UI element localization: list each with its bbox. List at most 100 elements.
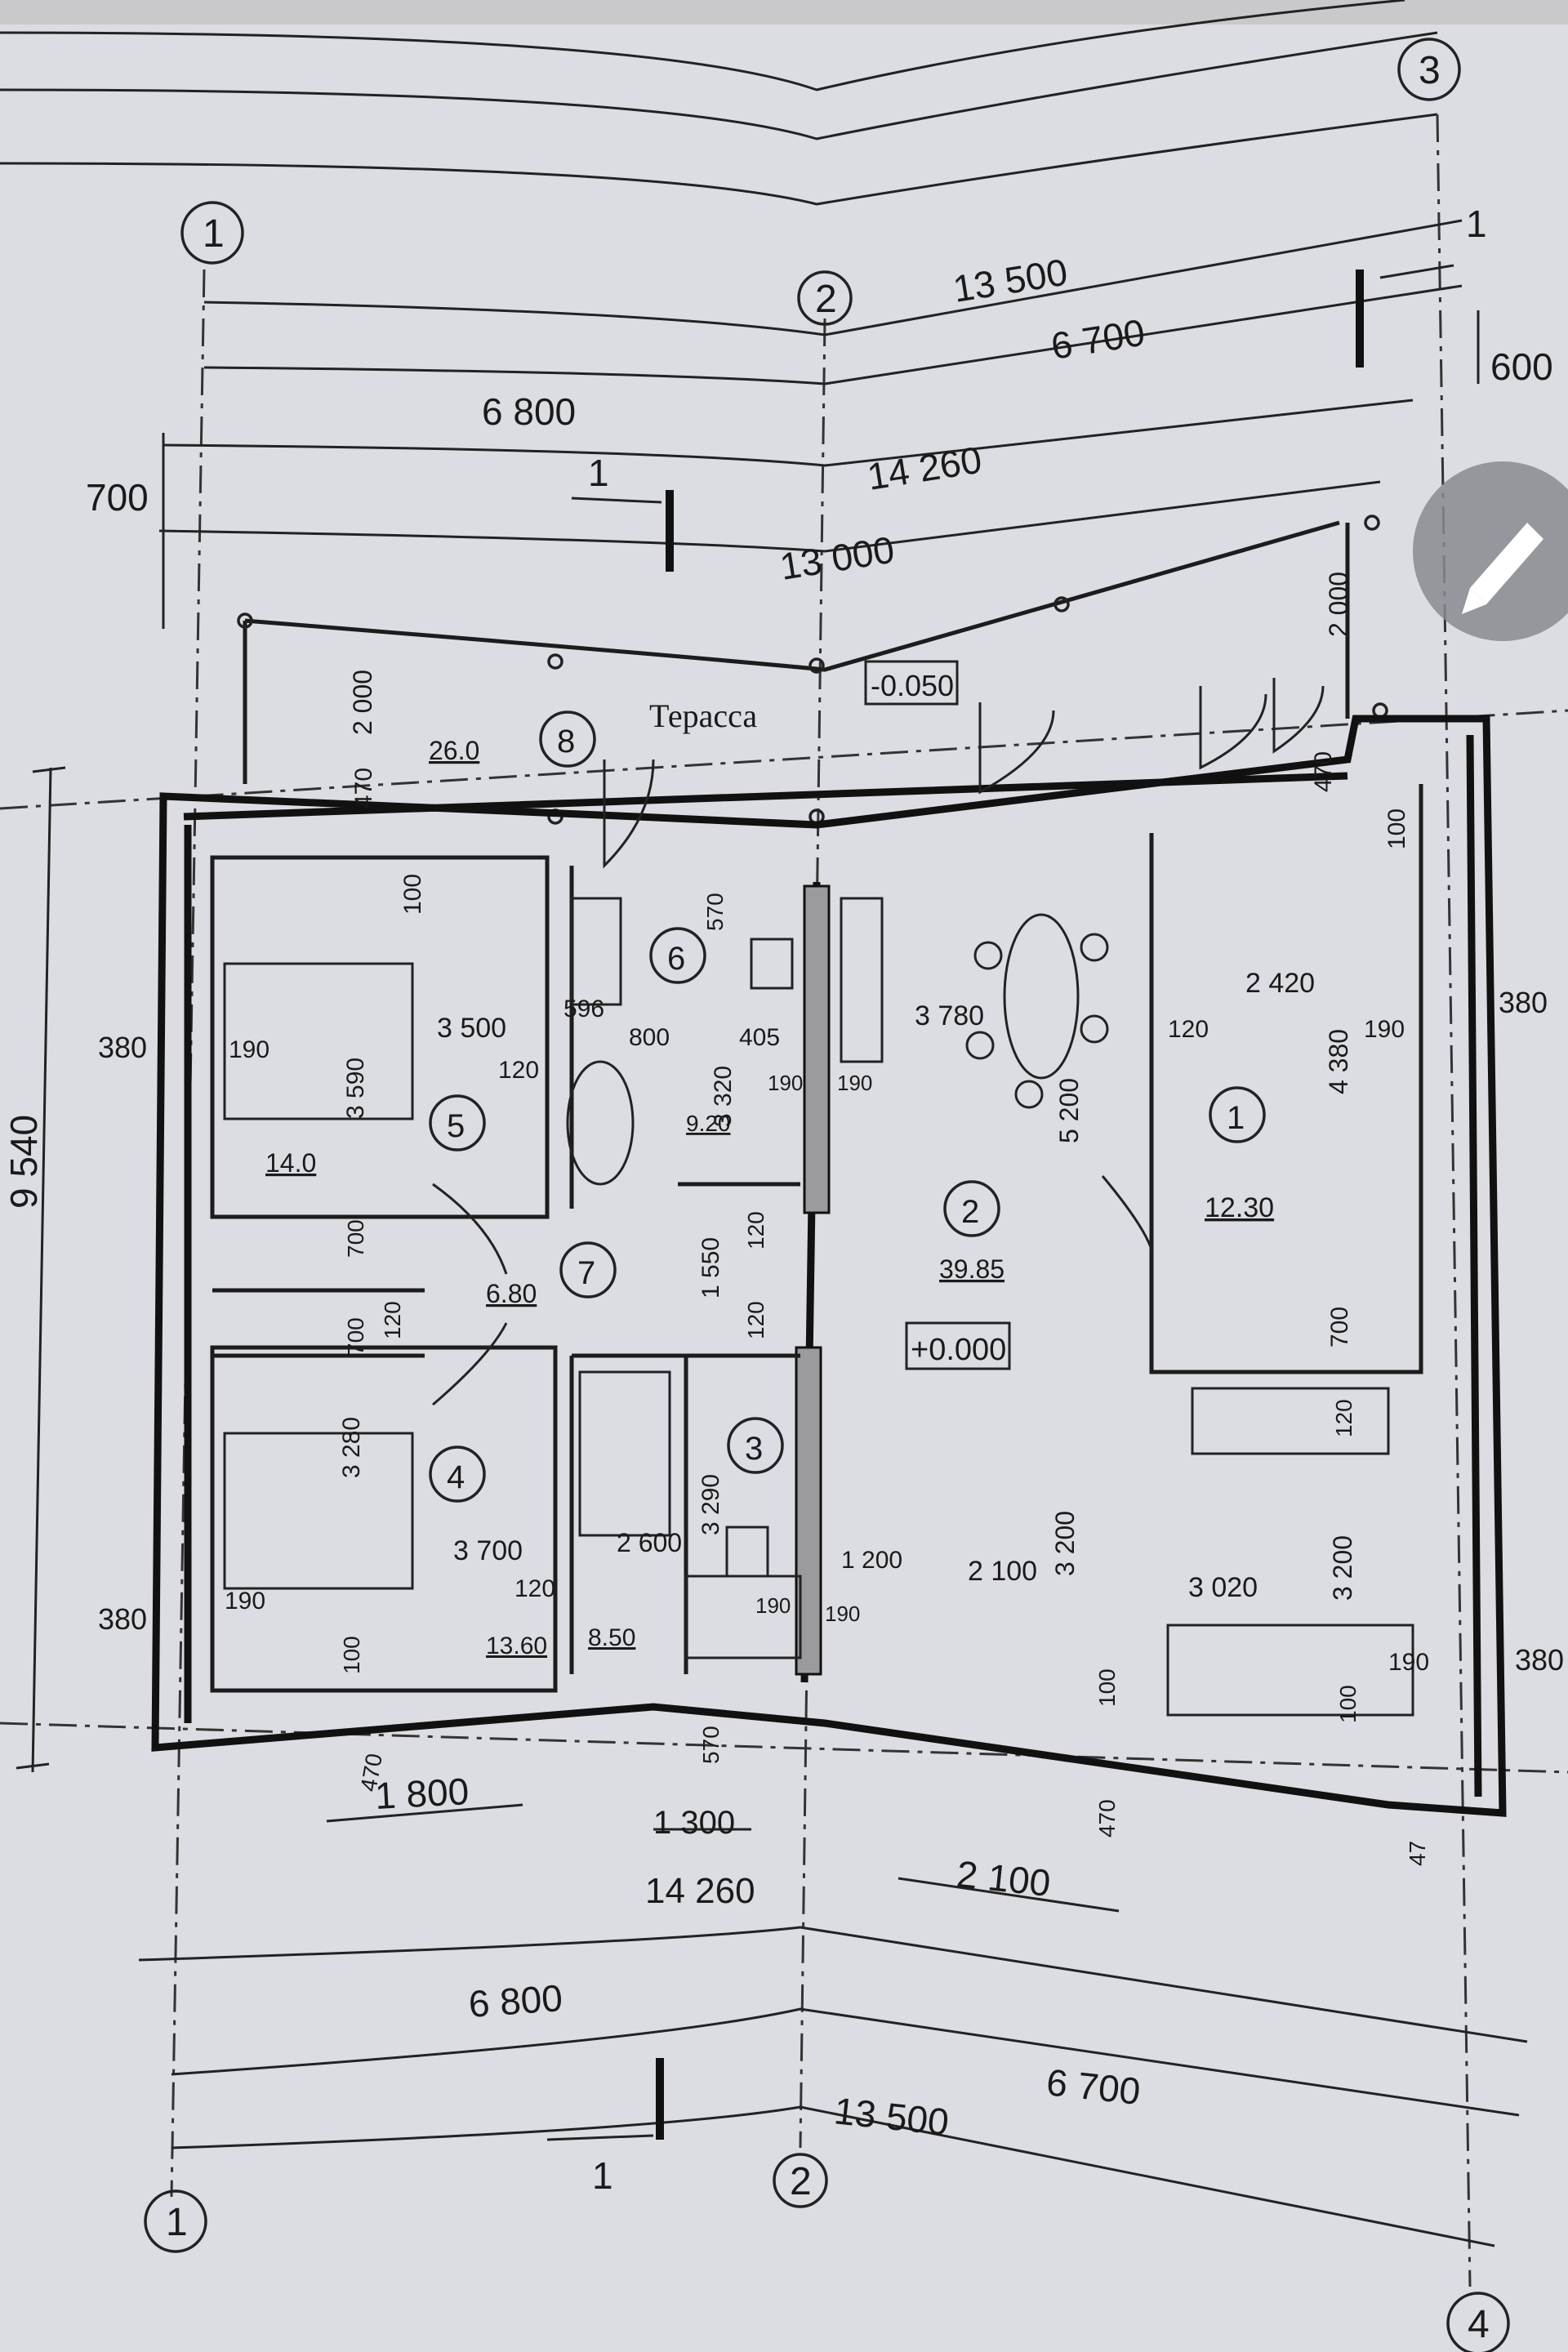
dim-100-top-left: 100 bbox=[399, 874, 426, 915]
terrace-area: 26.0 bbox=[429, 736, 479, 765]
room-2-area: 39.85 bbox=[939, 1254, 1004, 1284]
edit-button[interactable] bbox=[1413, 461, 1568, 641]
dim-470-left: 470 bbox=[350, 768, 377, 808]
section-mark-label-top-right: 1 bbox=[1466, 203, 1487, 245]
dim-3500: 3 500 bbox=[437, 1013, 506, 1044]
dim-596: 596 bbox=[564, 996, 604, 1022]
door-swings bbox=[432, 678, 1325, 1406]
dim-190-kitchen-b: 190 bbox=[837, 1071, 872, 1095]
dim-100-bottom-left: 100 bbox=[339, 1636, 364, 1674]
dim-120-bath: 120 bbox=[743, 1211, 768, 1250]
pencil-icon bbox=[1462, 523, 1544, 614]
axis-1-bottom-label: 1 bbox=[166, 2201, 188, 2244]
dim-5200: 5 200 bbox=[1054, 1078, 1084, 1143]
left-dimension-line bbox=[16, 766, 66, 1773]
room-7-number: 7 bbox=[577, 1255, 595, 1291]
room-2-number: 2 bbox=[961, 1194, 979, 1230]
dim-2600: 2 600 bbox=[617, 1528, 682, 1557]
dim-405: 405 bbox=[739, 1024, 780, 1051]
room-5-number: 5 bbox=[447, 1108, 465, 1144]
terrace-number: 8 bbox=[557, 724, 575, 760]
top-curved-lines bbox=[0, 0, 1438, 206]
terrace-level: -0.050 bbox=[871, 669, 954, 702]
dim-380-left-top: 380 bbox=[98, 1031, 147, 1064]
dim-4380: 4 380 bbox=[1324, 1029, 1353, 1094]
dim-120-room5: 120 bbox=[498, 1057, 539, 1084]
terrace-level-box bbox=[864, 660, 959, 706]
dim-100-bottom-right: 100 bbox=[1335, 1685, 1361, 1723]
dim-700-corridor-a: 700 bbox=[343, 1219, 368, 1258]
axis-1-top-label: 1 bbox=[203, 212, 225, 256]
dim-120-bath-b: 120 bbox=[743, 1301, 768, 1339]
top-dimension-lines bbox=[158, 219, 1480, 629]
dim-380-left-bottom: 380 bbox=[98, 1602, 147, 1636]
room-1-number: 1 bbox=[1227, 1100, 1245, 1136]
paper-edge bbox=[0, 0, 1568, 24]
dim-190-left-bottom: 190 bbox=[225, 1588, 265, 1615]
dim-2100-inner: 2 100 bbox=[968, 1556, 1037, 1587]
dim-120-corridor: 120 bbox=[380, 1301, 405, 1339]
room-6-number: 6 bbox=[667, 941, 685, 977]
room-4-area: 13.60 bbox=[486, 1633, 547, 1659]
floor-level: +0.000 bbox=[911, 1333, 1006, 1367]
dim-190-left-top: 190 bbox=[229, 1036, 270, 1063]
dim-3590: 3 590 bbox=[342, 1058, 369, 1119]
axis-bubbles bbox=[144, 38, 1510, 2352]
dim-380-right-top: 380 bbox=[1499, 986, 1548, 1019]
dim-47-bottom-right: 47 bbox=[1405, 1841, 1430, 1866]
dim-3290: 3 290 bbox=[697, 1474, 724, 1535]
dim-3200-b: 3 200 bbox=[1328, 1535, 1357, 1601]
terrace-label: Терасса bbox=[649, 697, 757, 734]
axis-3-top-label: 3 bbox=[1419, 49, 1441, 92]
dim-190-bath-a: 190 bbox=[755, 1593, 791, 1618]
exterior-walls bbox=[151, 715, 1507, 1817]
dim-terrace-2000-right: 2 000 bbox=[1324, 572, 1353, 637]
dim-700-room1: 700 bbox=[1326, 1307, 1353, 1348]
room-3-area: 8.50 bbox=[588, 1624, 635, 1651]
dim-3320: 3 320 bbox=[710, 1066, 737, 1127]
dim-14260-bottom: 14 260 bbox=[645, 1871, 755, 1911]
dim-190-kitchen-a: 190 bbox=[768, 1071, 803, 1095]
dim-2420: 2 420 bbox=[1245, 968, 1315, 999]
floor-level-box bbox=[905, 1321, 1011, 1370]
dim-1550: 1 550 bbox=[697, 1237, 724, 1298]
dim-3200-a: 3 200 bbox=[1050, 1511, 1080, 1576]
dim-top-6800: 6 800 bbox=[482, 390, 576, 433]
dim-3020: 3 020 bbox=[1188, 1572, 1258, 1603]
terrace-outline bbox=[237, 514, 1388, 825]
dim-700-corridor-b: 700 bbox=[343, 1317, 368, 1356]
dim-3780: 3 780 bbox=[915, 1000, 984, 1031]
dim-190-right-bottom: 190 bbox=[1388, 1649, 1429, 1676]
dim-1800: 1 800 bbox=[374, 1770, 470, 1817]
dim-top-700: 700 bbox=[86, 476, 149, 519]
dim-190-bath-b: 190 bbox=[825, 1601, 860, 1626]
dim-top-600: 600 bbox=[1490, 345, 1553, 388]
room-6-area: 9.20 bbox=[686, 1111, 731, 1136]
dim-120-room1: 120 bbox=[1168, 1016, 1209, 1043]
dim-470-bottom-mid: 470 bbox=[1094, 1799, 1120, 1838]
dim-6700-bottom: 6 700 bbox=[1045, 2060, 1143, 2113]
axis-2-top-label: 2 bbox=[815, 278, 837, 321]
dim-1200: 1 200 bbox=[841, 1547, 902, 1574]
dim-3700: 3 700 bbox=[453, 1535, 523, 1566]
dim-380-right-bottom: 380 bbox=[1515, 1643, 1564, 1677]
dim-3280: 3 280 bbox=[338, 1417, 365, 1478]
dim-2100-bottom: 2 100 bbox=[955, 1852, 1053, 1904]
dim-190-right: 190 bbox=[1364, 1016, 1405, 1043]
axis-lines bbox=[0, 114, 1568, 2287]
dim-6800-bottom: 6 800 bbox=[467, 1976, 564, 2025]
dim-terrace-2000-left: 2 000 bbox=[348, 670, 377, 735]
dim-100-bottom-mid: 100 bbox=[1094, 1668, 1120, 1707]
room-circles bbox=[429, 710, 1266, 1503]
axis-4-bottom-label: 4 bbox=[1468, 2303, 1490, 2346]
furniture bbox=[223, 897, 1414, 1717]
dim-1300: 1 300 bbox=[653, 1805, 735, 1841]
dim-100-top-right: 100 bbox=[1383, 808, 1410, 849]
room-7-area: 6.80 bbox=[486, 1279, 537, 1308]
axis-2-bottom-label: 2 bbox=[790, 2160, 812, 2203]
dim-800: 800 bbox=[629, 1024, 670, 1051]
room-3-number: 3 bbox=[745, 1431, 763, 1467]
dim-left-9540: 9 540 bbox=[2, 1115, 45, 1209]
